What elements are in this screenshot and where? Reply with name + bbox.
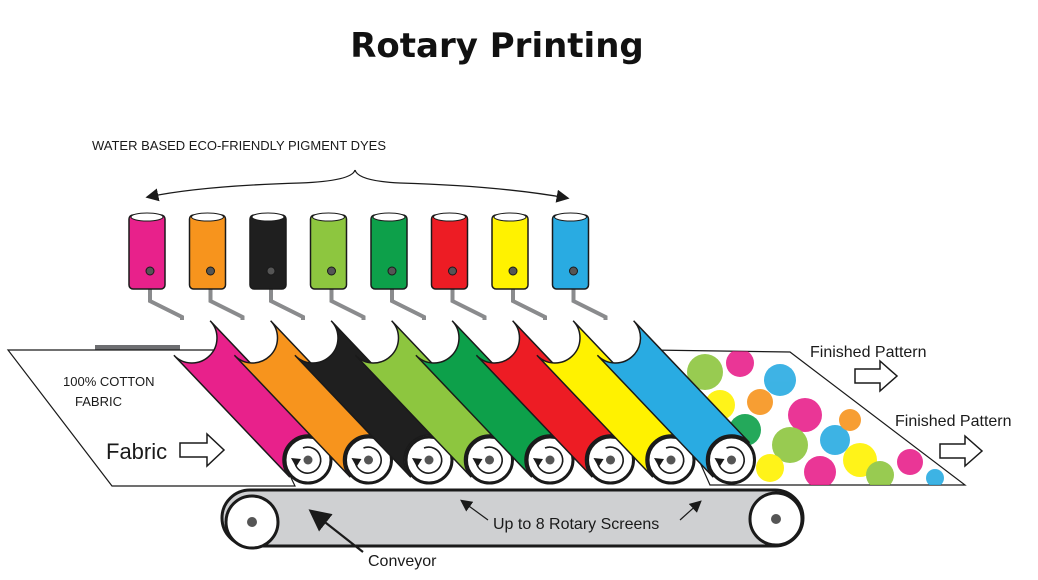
rotary-screen-6 <box>475 320 635 485</box>
dye-cans <box>128 212 608 320</box>
rotate-icon <box>351 446 382 474</box>
dye-can-3 <box>249 212 305 320</box>
dyes-bracket-arrow <box>354 169 570 203</box>
rotate-icon <box>654 446 685 474</box>
rotary-screens-label: Up to 8 Rotary Screens <box>493 516 659 533</box>
finished-pattern-label-2: Finished Pattern <box>895 413 1012 430</box>
right-arrow-icon <box>179 432 226 468</box>
right-arrow-icon <box>854 359 899 393</box>
finished-pattern-label-1: Finished Pattern <box>810 344 927 361</box>
cotton-fabric-label-line2: FABRIC <box>75 394 122 409</box>
dyes-label: WATER BASED ECO-FRIENDLY PIGMENT DYES <box>92 138 386 153</box>
conveyor-label: Conveyor <box>368 553 437 570</box>
conveyor-wheel-left <box>224 494 280 550</box>
rotate-icon <box>291 446 322 474</box>
rotate-icon <box>714 446 745 474</box>
rotary-screen-4 <box>354 320 514 485</box>
rotary-screen-2 <box>233 320 393 485</box>
screens-pointer-right <box>679 500 702 521</box>
dye-can-1 <box>128 212 184 320</box>
page-title: Rotary Printing <box>350 26 644 66</box>
dyes-bracket-arrow-left <box>145 169 356 202</box>
rotate-icon <box>412 446 443 474</box>
fabric-label: Fabric <box>106 439 167 464</box>
dye-can-7 <box>491 212 547 320</box>
rotate-icon <box>533 446 564 474</box>
dye-can-8 <box>551 212 608 320</box>
screens-pointer-left <box>460 499 489 521</box>
rotate-icon <box>472 446 503 474</box>
rotary-screens <box>173 320 756 485</box>
dye-can-6 <box>430 212 487 320</box>
conveyor-wheel-right <box>748 491 804 547</box>
rotary-screen-8 <box>596 320 756 485</box>
dye-can-2 <box>188 212 245 320</box>
conveyor <box>220 488 805 550</box>
dye-can-4 <box>309 212 366 320</box>
cotton-fabric-label-line1: 100% COTTON <box>63 374 155 389</box>
conveyor-pointer <box>308 509 364 553</box>
dye-can-5 <box>370 212 426 320</box>
right-arrow-icon <box>939 434 984 468</box>
rotary-screen-7 <box>536 320 696 485</box>
rotate-icon <box>593 446 624 474</box>
